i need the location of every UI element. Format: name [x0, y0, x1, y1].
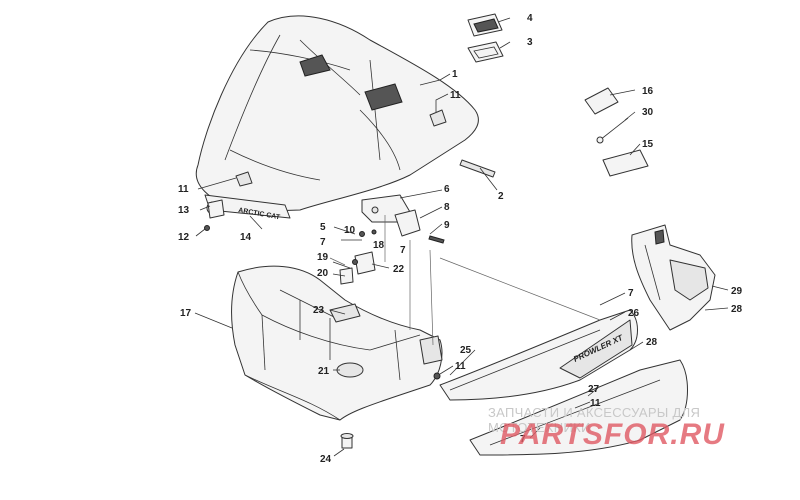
bracket-22	[354, 251, 376, 275]
callout-14: 14	[240, 232, 252, 243]
storage-tub	[231, 265, 443, 421]
callout-13: 13	[178, 205, 190, 216]
callout-22: 22	[393, 264, 405, 275]
drain-plug-24	[340, 433, 354, 449]
callout-11-lower: 11	[590, 398, 601, 409]
callout-labels: 4 3 1 11 2 6 8 9 11 13 12 14 5 10 7 7 18…	[178, 13, 743, 465]
callout-23: 23	[313, 305, 325, 316]
vent-gasket-3	[467, 41, 504, 63]
callout-5: 5	[320, 222, 326, 233]
latch-plate-23	[329, 303, 361, 323]
callout-19: 19	[317, 252, 329, 263]
callout-1: 1	[452, 69, 458, 80]
strap-30	[599, 117, 629, 141]
hood: ARCTIC CAT	[195, 15, 479, 221]
callout-16: 16	[642, 86, 654, 97]
callout-24: 24	[320, 454, 332, 465]
callout-26: 26	[628, 308, 640, 319]
hood-vent-rear	[364, 83, 403, 111]
right-panel-29	[631, 224, 716, 331]
vent-cap-4	[467, 13, 503, 37]
callout-8: 8	[444, 202, 450, 213]
callout-7-tub: 7	[320, 237, 326, 248]
watermark-logo: PARTSFOR.RU	[500, 418, 725, 451]
callout-28-lower: 28	[646, 337, 658, 348]
leader-lines	[194, 17, 729, 457]
callout-11-hood: 11	[450, 90, 461, 101]
lower-panel-27	[469, 359, 688, 456]
callout-12: 12	[178, 232, 190, 243]
side-panel-26: PROWLER XT	[439, 309, 638, 401]
watermark-tagline: ЗАПЧАСТИ И АКСЕССУАРЫ ДЛЯ МОТОТЕХНИКИ	[488, 405, 701, 435]
callout-2: 2	[498, 191, 504, 202]
callout-11-nose: 11	[178, 184, 189, 195]
callout-20: 20	[317, 268, 329, 279]
bolt-9	[428, 235, 445, 244]
callout-6: 6	[444, 184, 450, 195]
callout-7-panel: 7	[628, 288, 634, 299]
callout-25: 25	[460, 345, 472, 356]
callout-27: 27	[588, 384, 600, 395]
callout-15: 15	[642, 139, 654, 150]
callout-29: 29	[731, 286, 743, 297]
callout-17: 17	[180, 308, 192, 319]
callout-7-lower: 7	[520, 434, 526, 445]
callout-11-panel: 11	[455, 361, 466, 372]
rod-2	[459, 159, 496, 178]
callout-3: 3	[527, 37, 533, 48]
decal-15	[602, 149, 649, 177]
screw-12	[204, 225, 210, 231]
callout-28-right: 28	[731, 304, 743, 315]
callout-18: 18	[373, 240, 385, 251]
callout-4: 4	[527, 13, 533, 24]
callout-9: 9	[444, 220, 450, 231]
callout-10: 10	[344, 225, 356, 236]
plate-16	[584, 87, 619, 115]
callout-7-latch: 7	[400, 245, 406, 256]
callout-21: 21	[318, 366, 330, 377]
cup-holder-21	[336, 362, 364, 378]
latch-8	[394, 209, 421, 237]
hood-vent-front	[299, 54, 331, 77]
callout-30: 30	[642, 107, 654, 118]
